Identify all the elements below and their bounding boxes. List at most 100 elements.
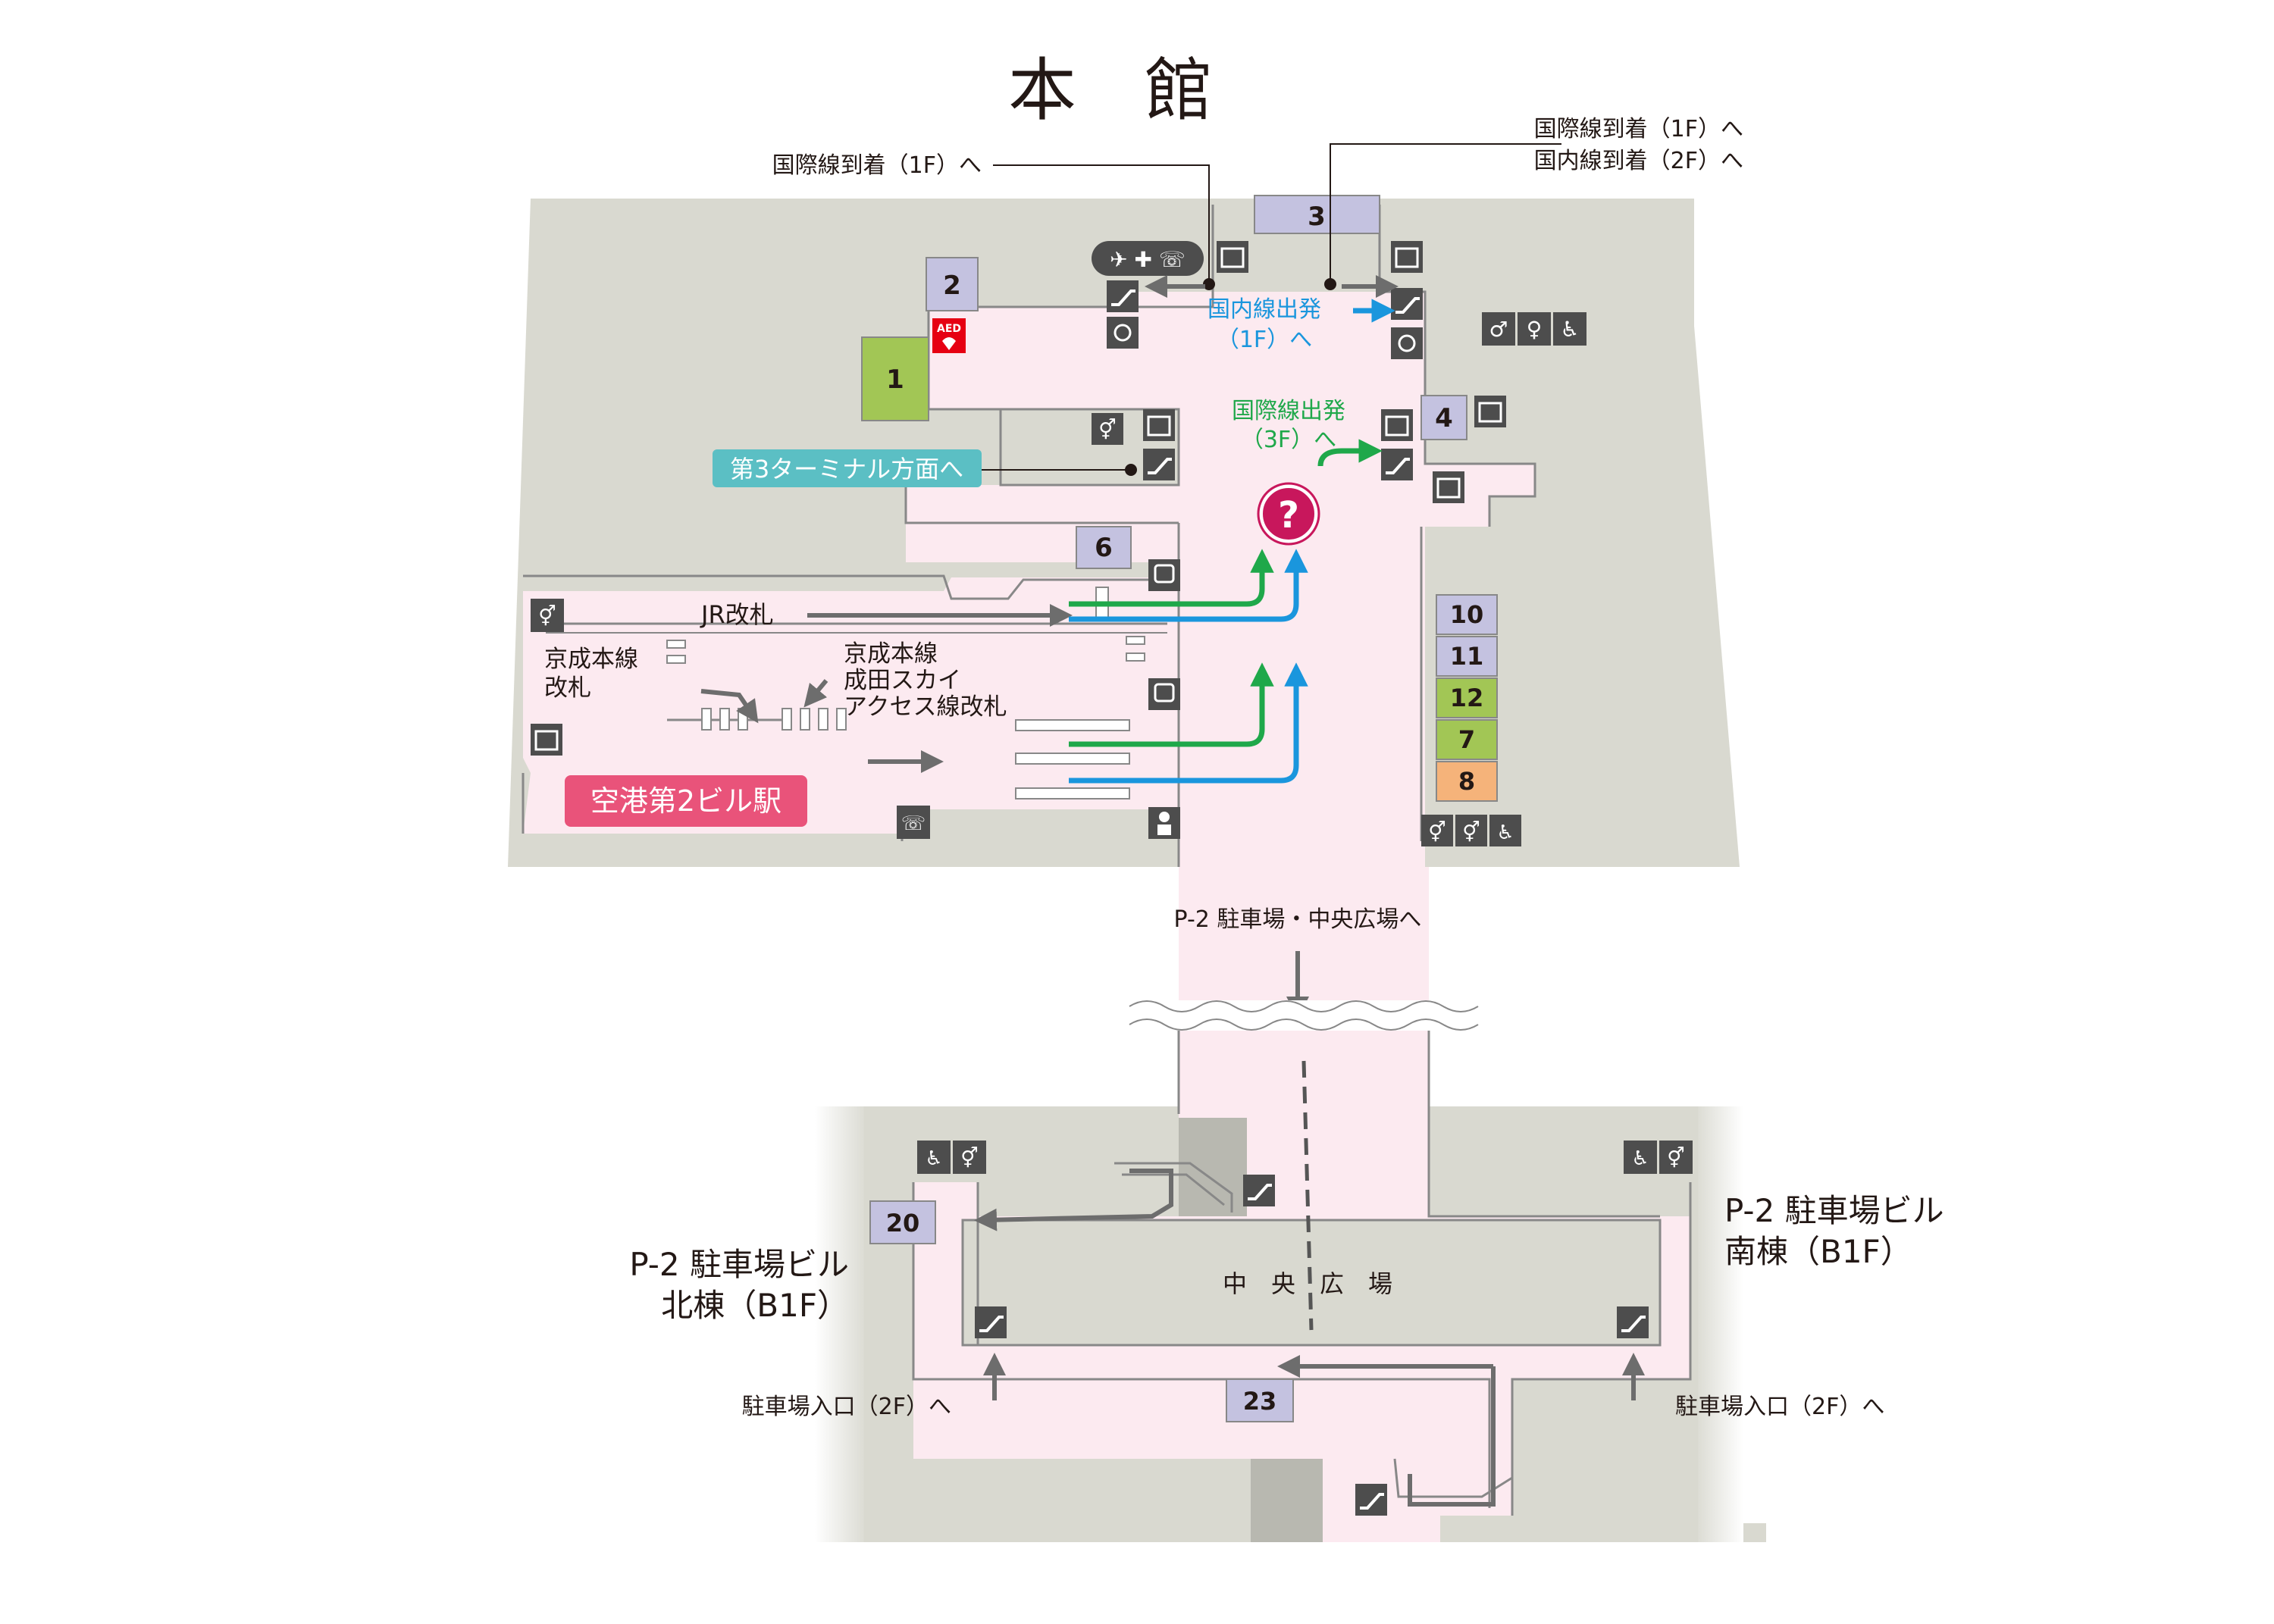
intl-arrival-label[interactable]: 国際線到着（1F）へ xyxy=(772,152,982,179)
svg-text:⚥: ⚥ xyxy=(1462,821,1480,844)
block-23: 23 xyxy=(1226,1378,1294,1422)
train-icon xyxy=(1148,559,1180,591)
parking-entry-left-label[interactable]: 駐車場入口（2F）へ xyxy=(742,1394,951,1420)
svg-text:?: ? xyxy=(1278,494,1299,537)
central-plaza-label: 中 央 広 場 xyxy=(1223,1269,1392,1298)
block-3: 3 xyxy=(1254,195,1380,234)
restroom-icon: ⚥ xyxy=(953,1141,986,1174)
gray-arrows xyxy=(700,275,1399,1019)
lower-gray-arrows xyxy=(974,1169,1645,1507)
escalator-icon xyxy=(1355,1484,1387,1516)
restroom-icon: ♀ xyxy=(1518,312,1551,346)
jr-gate-label[interactable]: JR改札 xyxy=(700,600,774,629)
keisei-main-gate-label-2: 改札 xyxy=(544,674,591,702)
svg-text:♀: ♀ xyxy=(1527,317,1543,342)
svg-text:20: 20 xyxy=(886,1209,920,1238)
svg-text:11: 11 xyxy=(1450,642,1484,671)
svg-text:12: 12 xyxy=(1450,684,1484,712)
block-7: 7 xyxy=(1436,719,1498,760)
train-icon xyxy=(1148,678,1180,710)
dom-departure-label[interactable]: 国内線出発 xyxy=(1207,296,1321,323)
block-10: 10 xyxy=(1436,594,1498,635)
svg-text:AED: AED xyxy=(937,323,961,335)
restroom-icon: ⚥ xyxy=(1455,815,1487,846)
escalator-icon xyxy=(1391,288,1423,320)
block-8: 8 xyxy=(1436,761,1498,802)
escalator-icon xyxy=(1381,449,1413,480)
baggage-icon: ✈ ✚ ☏ xyxy=(1092,241,1204,276)
station-label[interactable]: 空港第2ビル駅 xyxy=(565,775,807,827)
svg-text:⚥: ⚥ xyxy=(538,605,556,628)
escalator-icon xyxy=(1107,280,1139,312)
svg-text:♿: ♿ xyxy=(1496,821,1514,844)
dom-departure-floor: （1F）へ xyxy=(1217,327,1312,353)
block-2: 2 xyxy=(926,257,979,311)
keisei-sky-label-3: アクセス線改札 xyxy=(844,693,1007,721)
restroom-icon: ⚥ xyxy=(531,599,564,632)
p2-north-label[interactable]: P-2 駐車場ビル xyxy=(629,1246,849,1283)
elevator-icon xyxy=(1143,409,1175,441)
svg-text:第3ターミナル方面へ: 第3ターミナル方面へ xyxy=(730,455,963,483)
keisei-main-gate-label[interactable]: 京成本線 xyxy=(544,646,638,673)
svg-text:3: 3 xyxy=(1308,202,1326,232)
phone-icon: ☏ xyxy=(897,806,930,839)
svg-text:6: 6 xyxy=(1095,533,1113,563)
p2-south-label[interactable]: P-2 駐車場ビル xyxy=(1724,1192,1944,1229)
wheelchair-icon: ♿ xyxy=(917,1141,951,1174)
dom-arrival-label[interactable]: 国内線到着（2F）へ xyxy=(1534,148,1743,174)
parking-entry-right-label[interactable]: 駐車場入口（2F）へ xyxy=(1675,1394,1884,1420)
baggage-service-icon xyxy=(1107,317,1139,349)
station-staff-icon xyxy=(1148,807,1180,839)
aed-icon: AED xyxy=(932,318,966,353)
escalator-icon xyxy=(1617,1306,1649,1338)
wheelchair-icon: ♿ xyxy=(1553,312,1586,346)
restroom-icon: ♂ xyxy=(1482,312,1515,346)
block-11: 11 xyxy=(1436,636,1498,677)
locker-icon xyxy=(1433,471,1464,503)
intl-departure-floor: （3F）へ xyxy=(1241,427,1336,453)
svg-text:7: 7 xyxy=(1458,725,1475,754)
icon-group-lower: ♿ ⚥ ♿ ⚥ xyxy=(917,1141,1693,1516)
restroom-icon: ⚥ xyxy=(1421,815,1453,846)
svg-text:♿: ♿ xyxy=(925,1147,942,1170)
p2-north-floor: 北棟（B1F） xyxy=(661,1287,849,1324)
keisei-sky-label[interactable]: 京成本線 xyxy=(844,640,938,668)
svg-text:⚥: ⚥ xyxy=(1098,418,1116,442)
wheelchair-icon: ♿ xyxy=(1489,815,1521,846)
p2-south-floor: 南棟（B1F） xyxy=(1724,1233,1912,1270)
elevator-icon xyxy=(531,724,562,756)
intl-departure-label[interactable]: 国際線出発 xyxy=(1232,398,1345,424)
escalator-icon xyxy=(1243,1175,1275,1206)
svg-text:⚥: ⚥ xyxy=(1428,821,1446,844)
block-4: 4 xyxy=(1420,395,1467,440)
restroom-icon: ⚥ xyxy=(1092,413,1123,445)
block-6: 6 xyxy=(1076,526,1132,569)
locker-icon xyxy=(1217,241,1248,273)
svg-text:23: 23 xyxy=(1243,1387,1277,1416)
svg-text:1: 1 xyxy=(886,365,904,395)
leader-lines xyxy=(959,143,1669,1407)
svg-text:空港第2ビル駅: 空港第2ビル駅 xyxy=(590,784,781,818)
svg-text:♂: ♂ xyxy=(1489,317,1508,342)
escalator-icon xyxy=(975,1306,1007,1338)
svg-text:✈ ✚ ☏: ✈ ✚ ☏ xyxy=(1110,247,1186,272)
restroom-icon: ⚥ xyxy=(1659,1141,1693,1174)
block-12: 12 xyxy=(1436,677,1498,718)
page-title: 本 館 xyxy=(1008,51,1213,130)
svg-text:☏: ☏ xyxy=(901,812,926,835)
map-break-symbol xyxy=(1129,1000,1479,1031)
keisei-sky-label-2: 成田スカイ xyxy=(844,667,961,694)
svg-text:⚥: ⚥ xyxy=(960,1147,978,1170)
p2-central-label[interactable]: P-2 駐車場・中央広場へ xyxy=(1174,906,1422,933)
block-1: 1 xyxy=(861,336,929,421)
information-icon[interactable]: ? xyxy=(1257,482,1320,546)
escalator-icon xyxy=(1143,449,1175,480)
svg-text:⚥: ⚥ xyxy=(1667,1147,1684,1170)
locker-icon xyxy=(1474,396,1506,427)
svg-text:2: 2 xyxy=(943,271,961,301)
terminal3-label[interactable]: 第3ターミナル方面へ xyxy=(713,449,982,487)
intl-arrival-label-right[interactable]: 国際線到着（1F）へ xyxy=(1534,116,1743,142)
plaza-dashed-line xyxy=(1301,1060,1314,1331)
elevator-icon xyxy=(1381,409,1413,441)
